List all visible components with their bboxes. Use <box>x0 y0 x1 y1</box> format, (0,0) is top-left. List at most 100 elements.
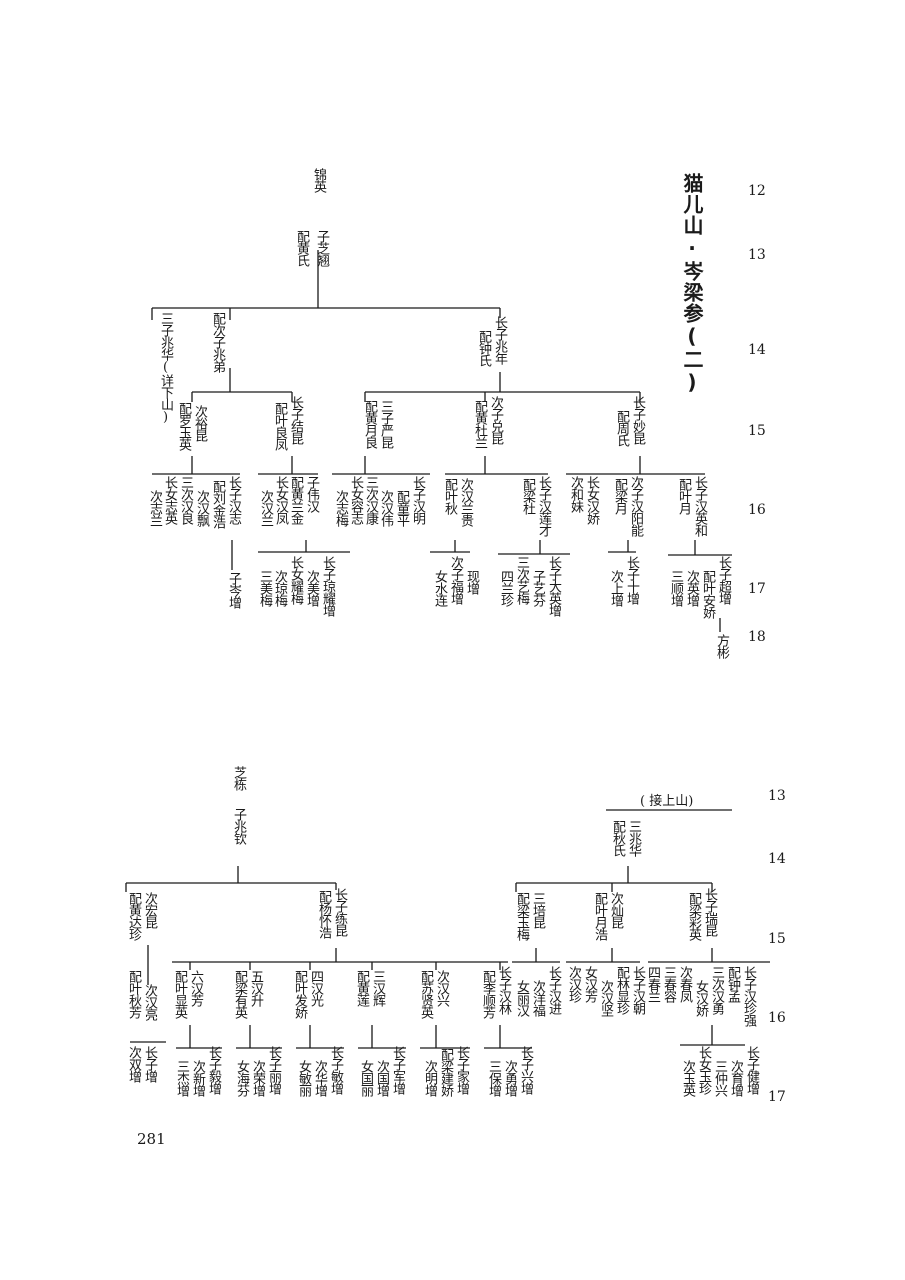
person-name: 六汉芳 <box>188 970 203 1006</box>
person-name: 次汉兰 <box>258 490 273 526</box>
spouse-label: 配钟氏 <box>476 330 491 366</box>
spouse-label: 配苏贤英 <box>418 970 433 1018</box>
spouse-label: 配周氏 <box>614 410 629 446</box>
spouse-label: 配叶月 <box>676 478 691 514</box>
person-name: 三子严昆 <box>378 400 393 448</box>
spouse-label: 配黄氏 <box>294 230 309 266</box>
person-name: 长女汉凤 <box>273 476 288 524</box>
person-name: 女敏丽 <box>296 1060 311 1096</box>
person-name: 次英增 <box>684 570 699 606</box>
person-name: 长女汉娇 <box>584 476 599 524</box>
generation-number: 15 <box>748 423 766 439</box>
person-name: 长子超增 <box>716 556 731 604</box>
person-name: 次明增 <box>422 1060 437 1096</box>
person-name: 长子汉英和 <box>692 476 707 536</box>
person-name: 长子兴增 <box>518 1046 533 1094</box>
person-name: 次琼梅 <box>272 570 287 606</box>
person-name: 次子福增 <box>448 556 463 604</box>
person-name: 次子汉阳能 <box>628 476 643 536</box>
person-name: 长子丽增 <box>266 1046 281 1094</box>
spouse-label: 配梁月 <box>612 478 627 514</box>
person-name: 长子汉进 <box>546 966 561 1014</box>
person-name: 次汉珍 <box>566 966 581 1002</box>
person-name: 次国增 <box>374 1060 389 1096</box>
person-name: 次春凤 <box>677 966 692 1002</box>
person-name: 长子练昆 <box>332 888 347 936</box>
generation-number: 14 <box>768 851 786 867</box>
spouse-label: 配梁建娇 <box>438 1048 453 1096</box>
continued-label: ( 接上山) <box>640 794 694 809</box>
person-name: 长子瑞昆 <box>702 888 717 936</box>
person-name: 次玉英 <box>680 1060 695 1096</box>
person-name: 三兆华 <box>626 820 641 856</box>
spouse-label: 配钟孟 <box>725 966 740 1002</box>
person-name: 长子敏增 <box>328 1046 343 1094</box>
person-name: 三杰增 <box>174 1060 189 1096</box>
person-name: 女丽汉 <box>514 980 529 1016</box>
person-name: 次汉兴 <box>434 970 449 1006</box>
spouse-label: 配杨怀浩 <box>316 890 331 938</box>
person-name: 次汉飘 <box>194 490 209 526</box>
person-name: 子兆钦 <box>231 808 246 844</box>
person-name: 女水连 <box>432 570 447 606</box>
spouse-label: 配罗玉英 <box>176 402 191 450</box>
person-name: 长子汉志 <box>226 476 241 524</box>
person-name: 三美梅 <box>257 570 272 606</box>
spouse-label: 配叶月浩 <box>592 892 607 940</box>
generation-number: 12 <box>748 183 766 199</box>
person-name: 次子兑昆 <box>488 396 503 444</box>
person-name: 方彬 <box>714 634 729 658</box>
spouse-label: 配叶发娇 <box>292 970 307 1018</box>
person-name: 长子兆年 <box>492 316 507 364</box>
page-number: 281 <box>137 1130 166 1148</box>
spouse-label: 配叶秋 <box>442 478 457 514</box>
generation-number: 17 <box>768 1089 786 1105</box>
person-name: 子芝翘 <box>314 230 329 266</box>
person-name: 次灿昆 <box>608 892 623 928</box>
spouse-label: 配叶显英 <box>172 970 187 1018</box>
generation-number: 15 <box>768 931 786 947</box>
person-name: 子岑增 <box>226 572 241 608</box>
person-name: 长子健增 <box>744 1046 759 1094</box>
generation-number: 16 <box>748 502 766 518</box>
spouse-label: 配黄莲 <box>354 970 369 1006</box>
generation-number: 13 <box>768 788 786 804</box>
root-ancestor: 锦英 <box>311 168 326 192</box>
spouse-label: 配刘金浩 <box>210 480 225 528</box>
spouse-label: 配黄达珍 <box>126 892 141 940</box>
spouse-label: 配梁杜 <box>520 478 535 514</box>
person-name: 长女耀梅 <box>288 556 303 604</box>
person-name: 次育增 <box>728 1060 743 1096</box>
person-name: 次美增 <box>304 570 319 606</box>
page-title: 猫儿山·岑梁参(二) <box>680 173 704 395</box>
person-name: 长子结昆 <box>288 396 303 444</box>
person-name: 次勇增 <box>502 1060 517 1096</box>
person-name: 次宏昆 <box>142 892 157 928</box>
person-name: 次洋福 <box>530 980 545 1016</box>
person-name: 长子琼耀增 <box>320 556 335 616</box>
person-name: 长女容志 <box>348 476 363 524</box>
spouse-label: 配梁玉梅 <box>514 892 529 940</box>
generation-number: 18 <box>748 629 766 645</box>
person-name: 长子增 <box>142 1046 157 1082</box>
person-name: 次荣增 <box>250 1060 265 1096</box>
person-name: 三次艺梅 <box>514 556 529 604</box>
person-name: 长女志英 <box>162 476 177 524</box>
spouse-label: 配黄月良 <box>362 400 377 448</box>
person-name: 三保增 <box>486 1060 501 1096</box>
person-name: 次汉坚 <box>598 980 613 1016</box>
spouse-label: 配次子兆弟 <box>210 312 225 372</box>
person-name: 次新增 <box>190 1060 205 1096</box>
person-name: 三子兆华(详下山) <box>158 312 173 424</box>
person-name: 长子军增 <box>390 1046 405 1094</box>
person-name: 女汉娇 <box>693 980 708 1016</box>
person-name: 三次汉良 <box>178 476 193 524</box>
person-name: 长子汉莲才 <box>536 476 551 536</box>
spouse-label: 配林显珍 <box>614 966 629 1014</box>
person-name: 子伟汉 <box>304 476 319 512</box>
person-name: 长子妙昆 <box>630 396 645 444</box>
spouse-label: 配秋氏 <box>610 820 625 856</box>
person-name: 五汉升 <box>248 970 263 1006</box>
